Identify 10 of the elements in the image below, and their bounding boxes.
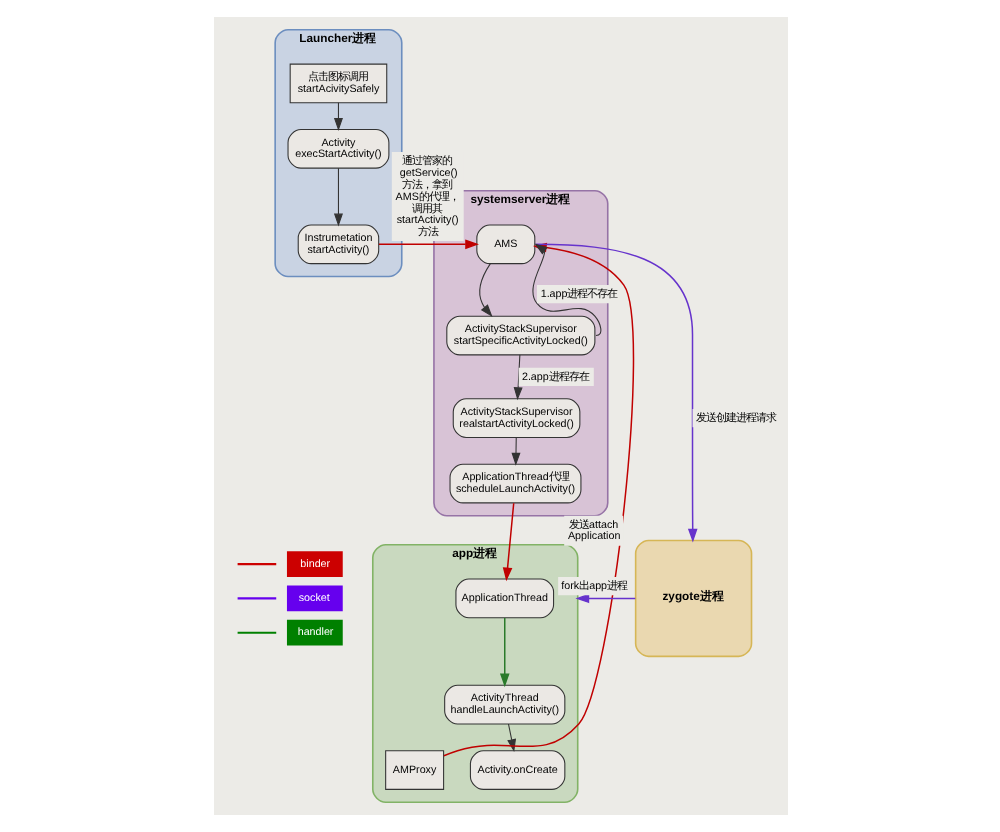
arrow [510, 437, 520, 466]
arrow [377, 239, 478, 250]
arrow [574, 593, 636, 604]
arrow [501, 502, 514, 582]
arrow [512, 354, 522, 401]
arrow [506, 723, 516, 753]
arrow [478, 263, 492, 318]
arrow [332, 102, 342, 131]
arrow [498, 617, 509, 688]
arrow [332, 167, 342, 227]
